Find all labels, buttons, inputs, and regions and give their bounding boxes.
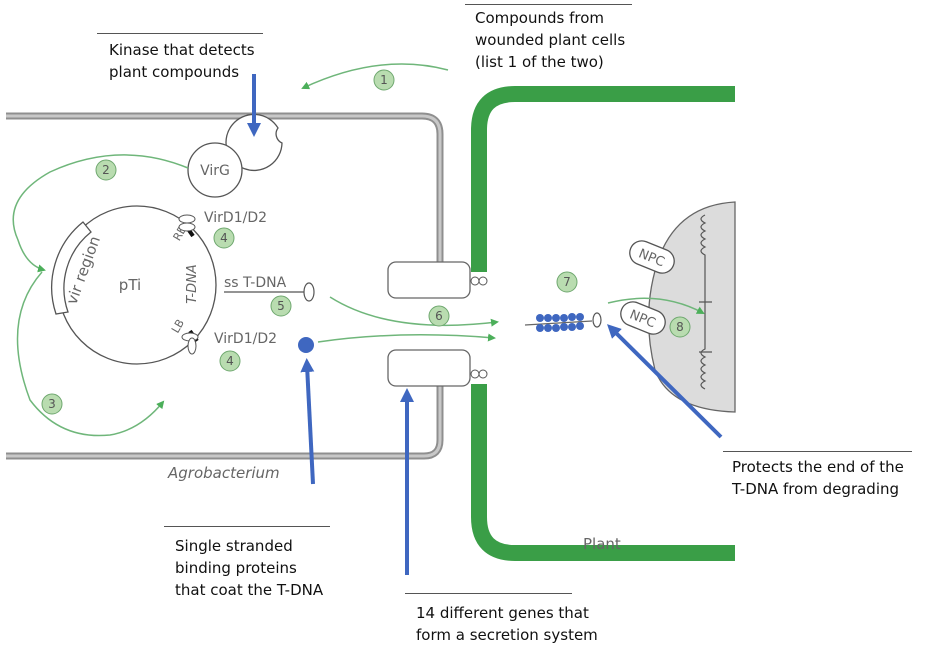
- svg-text:LB: LB: [169, 317, 187, 335]
- svg-text:VirD1/D2: VirD1/D2: [204, 210, 267, 226]
- svg-text:1: 1: [380, 73, 388, 87]
- kinase-receptor: [225, 113, 283, 172]
- arrow-step-6a: [329, 296, 499, 327]
- npc-top: NPC: [629, 240, 675, 274]
- callout-rule-ssb: [164, 526, 330, 527]
- secretion-system-top: [387, 261, 471, 299]
- callout-kinase: Kinase that detects plant compounds: [109, 41, 255, 81]
- callout-compounds: Compounds from wounded plant cells (list…: [475, 9, 626, 71]
- callout-rule-secretion: [405, 593, 572, 594]
- svg-text:8: 8: [676, 320, 684, 334]
- step-3: 3: [41, 393, 63, 415]
- step-markers: 1 2 3 4 4 5 6 7 8: [41, 69, 691, 415]
- annotation-arrow-ssb: [300, 358, 315, 485]
- step-2: 2: [95, 159, 117, 181]
- agrobacterium-label: Agrobacterium: [167, 464, 280, 482]
- step-4-bottom: 4: [219, 350, 241, 372]
- arrow-step-3: [16, 271, 165, 437]
- step-8: 8: [669, 316, 691, 338]
- callout-protects: Protects the end of the T-DNA from degra…: [732, 458, 904, 498]
- svg-text:VirG: VirG: [200, 163, 230, 179]
- svg-text:7: 7: [563, 275, 571, 289]
- step-1: 1: [373, 69, 395, 91]
- svg-text:VirD1/D2: VirD1/D2: [214, 331, 277, 347]
- chromatin: [699, 214, 712, 390]
- ssb-protein: [298, 337, 314, 353]
- arrow-step-1: [301, 63, 449, 90]
- arrow-step-2: [12, 154, 189, 273]
- step-7: 7: [556, 271, 578, 293]
- npc-bottom: NPC: [620, 301, 666, 335]
- svg-text:6: 6: [435, 309, 443, 323]
- ti-plasmid: pTi vir region T-DNA RB LB VirD1/D2 VirD…: [51, 205, 277, 365]
- step-6: 6: [428, 305, 450, 327]
- callout-rule-protects: [723, 451, 912, 452]
- svg-text:3: 3: [48, 397, 56, 411]
- virg-protein: VirG: [187, 142, 243, 198]
- ss-t-dna: ss T-DNA: [224, 275, 315, 302]
- step-4-top: 4: [213, 227, 235, 249]
- secretion-system-bottom: [387, 349, 471, 387]
- annotation-arrow-protects: [607, 324, 723, 439]
- svg-text:4: 4: [226, 354, 234, 368]
- callout-secretion: 14 different genes that form a secretion…: [416, 604, 598, 644]
- plant-label: Plant: [583, 535, 621, 553]
- callout-rule-compounds: [465, 4, 632, 5]
- step-5: 5: [270, 295, 292, 317]
- arrow-step-6b: [317, 333, 496, 343]
- svg-text:ss T-DNA: ss T-DNA: [224, 275, 287, 291]
- svg-text:5: 5: [277, 299, 285, 313]
- callout-ssb: Single stranded binding proteins that co…: [175, 537, 324, 599]
- t-complex: [524, 312, 602, 332]
- svg-text:4: 4: [220, 231, 228, 245]
- plant-cell-wall: [471, 86, 735, 561]
- svg-text:T-DNA: T-DNA: [185, 264, 200, 303]
- callout-rule-kinase: [97, 33, 263, 34]
- svg-text:pTi: pTi: [119, 276, 141, 294]
- arrow-step-8: [607, 297, 705, 314]
- svg-text:2: 2: [102, 163, 110, 177]
